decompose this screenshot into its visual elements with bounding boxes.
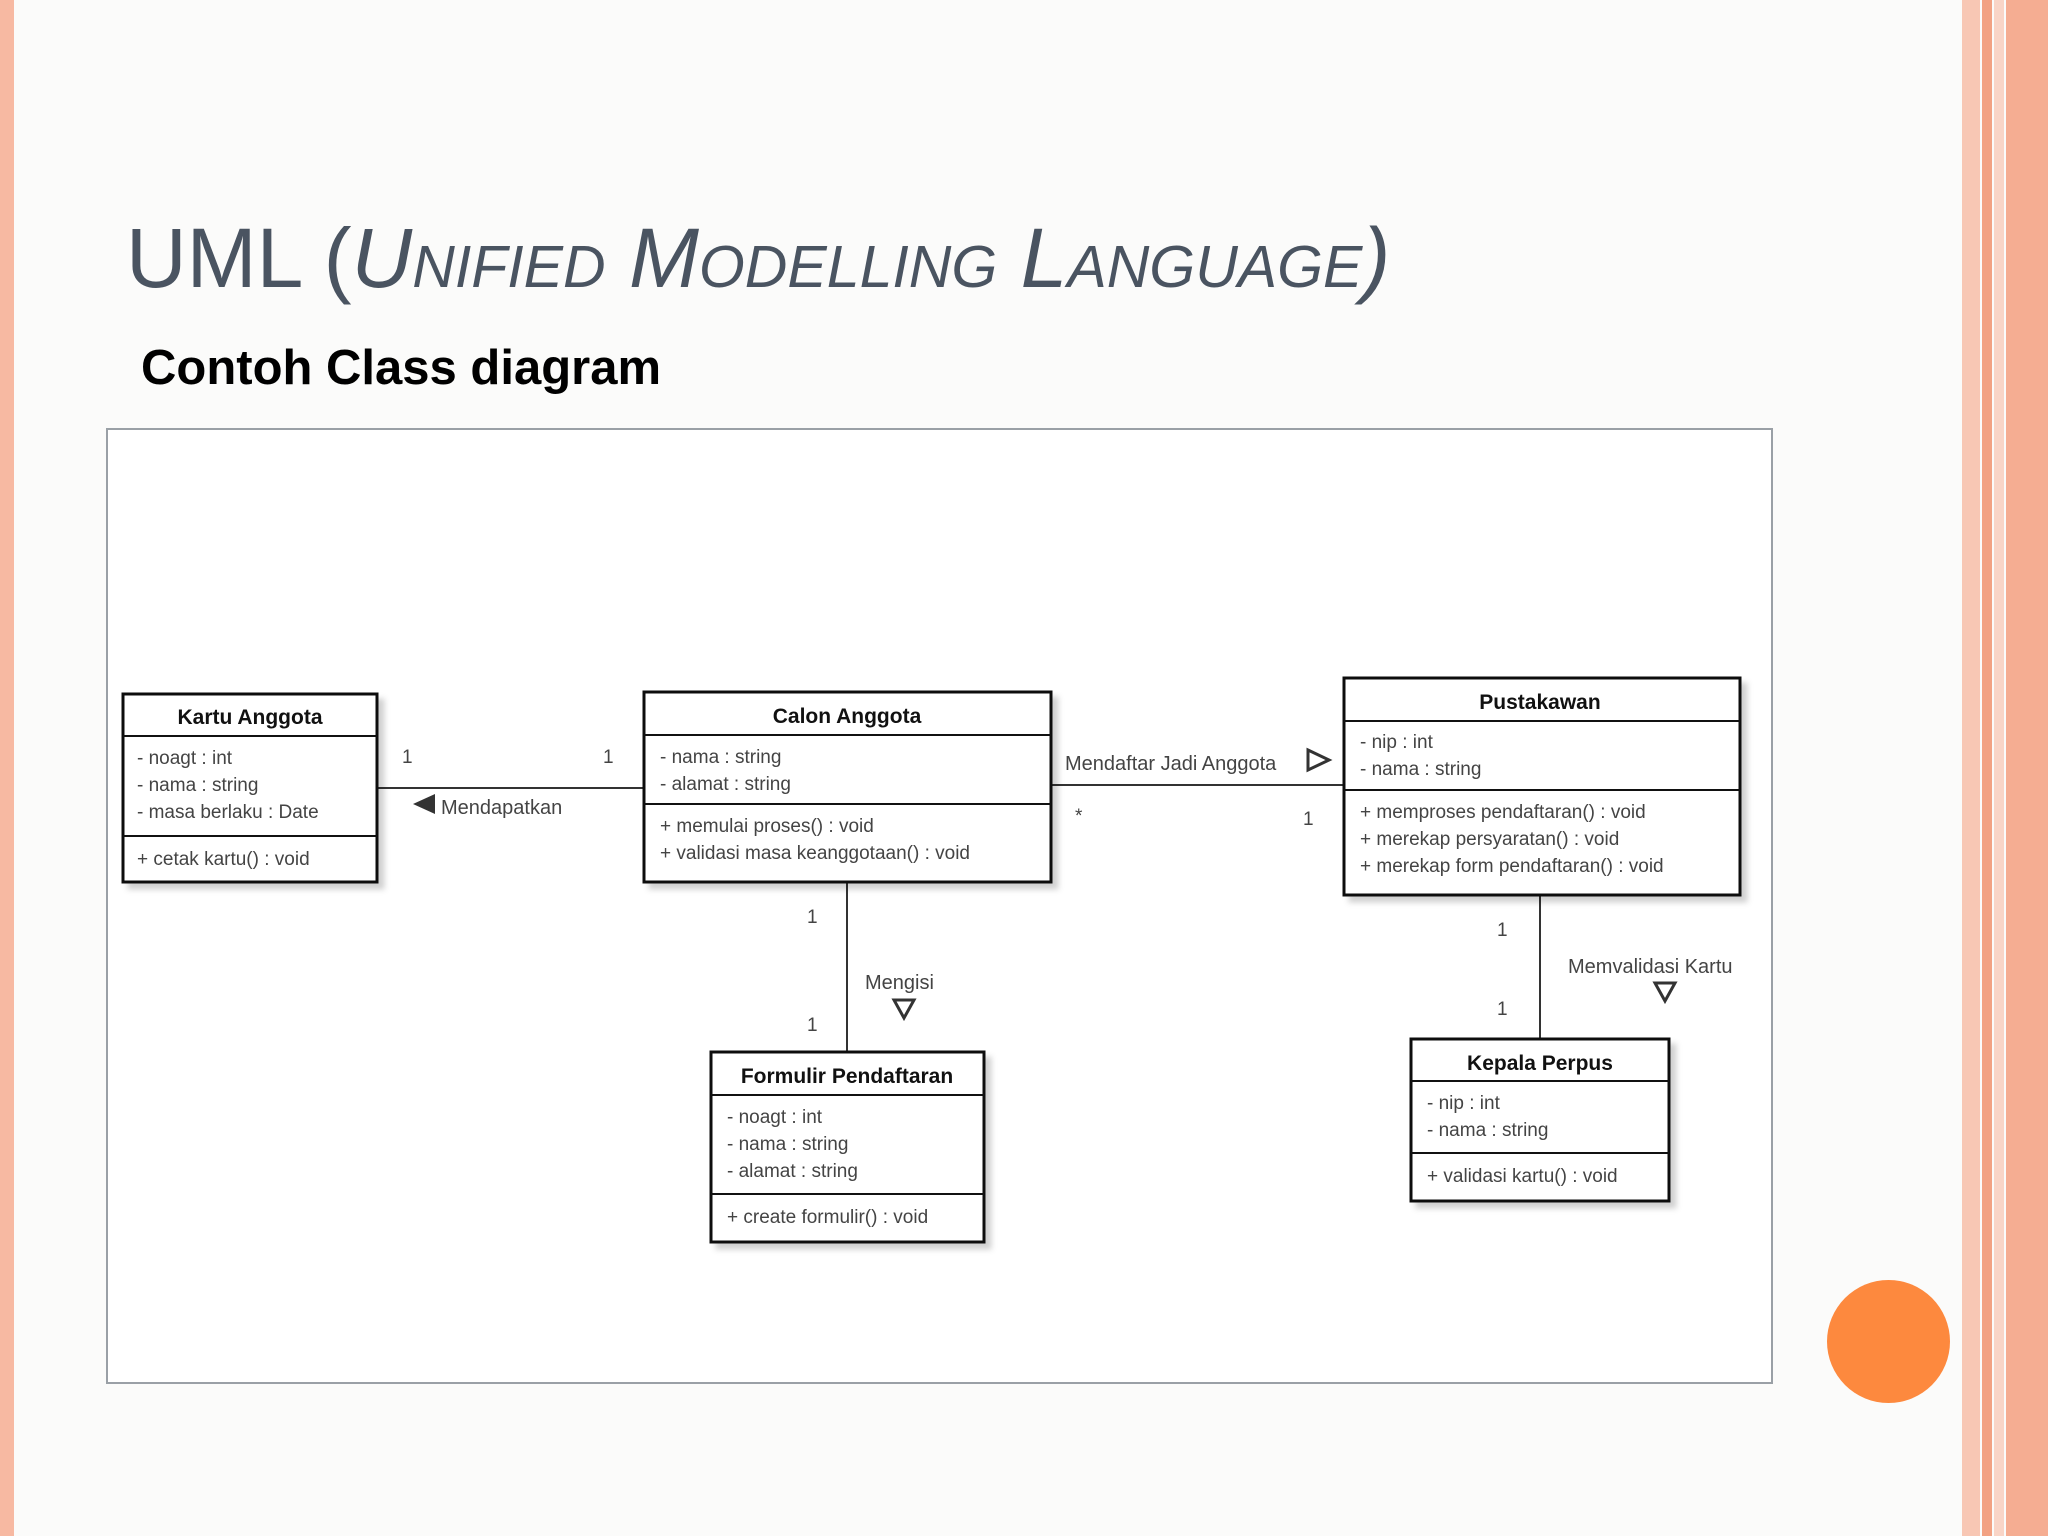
- slide-subtitle: Contoh Class diagram: [141, 341, 662, 395]
- multiplicity-label: 1: [1303, 809, 1314, 830]
- multiplicity-label: 1: [603, 747, 614, 768]
- multiplicity-label: 1: [807, 1015, 818, 1036]
- class-operation: + memulai proses() : void: [660, 816, 874, 837]
- class-box-calon-anggota: Calon Anggota - nama : string - alamat :…: [642, 690, 1053, 884]
- association-label-mendaftar: Mendaftar Jadi Anggota: [1065, 753, 1277, 775]
- frame-right-stripe: [1982, 0, 1992, 1536]
- frame-left-stripe: [0, 0, 14, 1536]
- class-operation: + memproses pendaftaran() : void: [1360, 802, 1646, 823]
- class-attribute: - nama : string: [660, 747, 781, 768]
- class-operation: + create formulir() : void: [727, 1207, 928, 1228]
- class-operation: + merekap persyaratan() : void: [1360, 829, 1619, 850]
- association-label-mengisi: Mengisi: [865, 972, 934, 994]
- class-name: Formulir Pendaftaran: [741, 1065, 953, 1088]
- class-operation: + validasi kartu() : void: [1427, 1166, 1618, 1187]
- arrow-down-icon: [891, 998, 917, 1022]
- accent-circle: [1827, 1280, 1950, 1403]
- class-attribute: - nama : string: [1427, 1120, 1548, 1141]
- class-attribute: - nip : int: [1427, 1093, 1501, 1114]
- class-diagram: Mendapatkan Mendaftar Jadi Anggota Mengi…: [121, 676, 1742, 1244]
- class-name: Pustakawan: [1479, 691, 1600, 714]
- class-attribute: - alamat : string: [660, 774, 791, 795]
- multiplicity-label: 1: [402, 747, 413, 768]
- title-prefix: UML (: [126, 211, 352, 305]
- class-attribute: - noagt : int: [137, 748, 233, 769]
- class-box-formulir-pendaftaran: Formulir Pendaftaran - noagt : int - nam…: [709, 1050, 986, 1244]
- slide-title: UML (Unified Modelling Language): [126, 208, 1390, 308]
- arrow-left-icon: [413, 794, 435, 814]
- multiplicity-label: 1: [1497, 920, 1508, 941]
- arrow-down-icon: [1652, 981, 1678, 1005]
- diagram-frame: Mendapatkan Mendaftar Jadi Anggota Mengi…: [106, 428, 1773, 1384]
- multiplicity-label: 1: [1497, 999, 1508, 1020]
- frame-right-stripe: [1962, 0, 1980, 1536]
- class-attribute: - nama : string: [1360, 759, 1481, 780]
- arrow-right-icon: [1306, 747, 1333, 773]
- class-attribute: - noagt : int: [727, 1107, 823, 1128]
- class-name: Calon Anggota: [773, 705, 922, 728]
- multiplicity-label: *: [1075, 806, 1083, 827]
- class-operation: + validasi masa keanggotaan() : void: [660, 843, 970, 864]
- frame-right-stripe: [2006, 0, 2048, 1536]
- class-name: Kartu Anggota: [177, 706, 322, 729]
- class-attribute: - nip : int: [1360, 732, 1434, 753]
- class-attribute: - alamat : string: [727, 1161, 858, 1182]
- title-suffix: ): [1362, 211, 1391, 305]
- multiplicity-label: 1: [807, 907, 818, 928]
- frame-right-stripe: [1994, 0, 2004, 1536]
- class-attribute: - nama : string: [137, 775, 258, 796]
- class-box-kartu-anggota: Kartu Anggota - noagt : int - nama : str…: [121, 692, 379, 884]
- class-operation: + merekap form pendaftaran() : void: [1360, 856, 1664, 877]
- class-attribute: - masa berlaku : Date: [137, 802, 319, 823]
- title-italic: Unified Modelling Language: [351, 211, 1363, 305]
- association-label-memvalidasi: Memvalidasi Kartu: [1568, 956, 1733, 978]
- class-box-kepala-perpus: Kepala Perpus - nip : int - nama : strin…: [1409, 1037, 1671, 1203]
- class-name: Kepala Perpus: [1467, 1052, 1613, 1075]
- association-label-mendapatkan: Mendapatkan: [441, 797, 562, 819]
- class-box-pustakawan: Pustakawan - nip : int - nama : string +…: [1342, 676, 1742, 897]
- class-attribute: - nama : string: [727, 1134, 848, 1155]
- class-operation: + cetak kartu() : void: [137, 849, 310, 870]
